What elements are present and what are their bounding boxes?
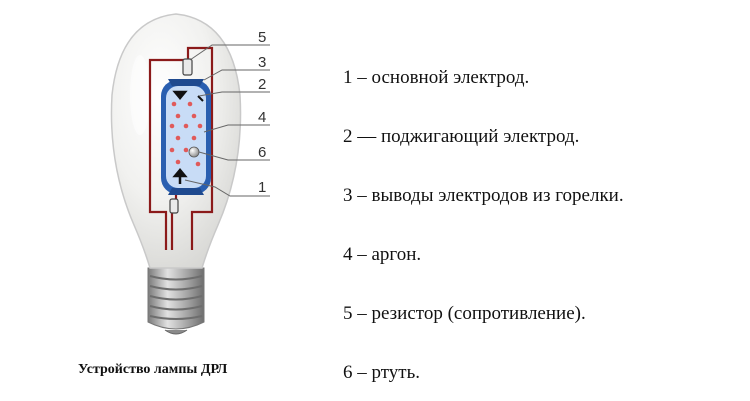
legend-item-main-electrode: 1 – основной электрод. bbox=[343, 67, 530, 88]
callout-6: 6 bbox=[258, 144, 266, 161]
callout-lines bbox=[184, 44, 270, 197]
callout-3: 3 bbox=[258, 54, 266, 71]
electrodes bbox=[172, 90, 204, 184]
lamp-base bbox=[147, 267, 205, 335]
argon-dots bbox=[169, 101, 203, 167]
legend-item-resistor: 5 – резистор (сопротивление). bbox=[343, 303, 586, 324]
callout-1: 1 bbox=[258, 179, 266, 196]
mercury-drop bbox=[188, 146, 200, 158]
legend-item-ignition-electrode: 2 — поджигающий электрод. bbox=[343, 126, 580, 147]
diagram-caption: Устройство лампы ДРЛ bbox=[78, 362, 228, 377]
burner-tube bbox=[161, 79, 211, 195]
legend-item-mercury: 6 – ртуть. bbox=[343, 362, 421, 383]
callout-5: 5 bbox=[258, 29, 266, 46]
callout-2: 2 bbox=[258, 76, 266, 93]
resistor bbox=[182, 58, 193, 76]
callout-4: 4 bbox=[258, 109, 266, 126]
legend-item-electrode-leads: 3 – выводы электродов из горелки. bbox=[343, 185, 624, 206]
legend-item-argon: 4 – аргон. bbox=[343, 244, 422, 265]
